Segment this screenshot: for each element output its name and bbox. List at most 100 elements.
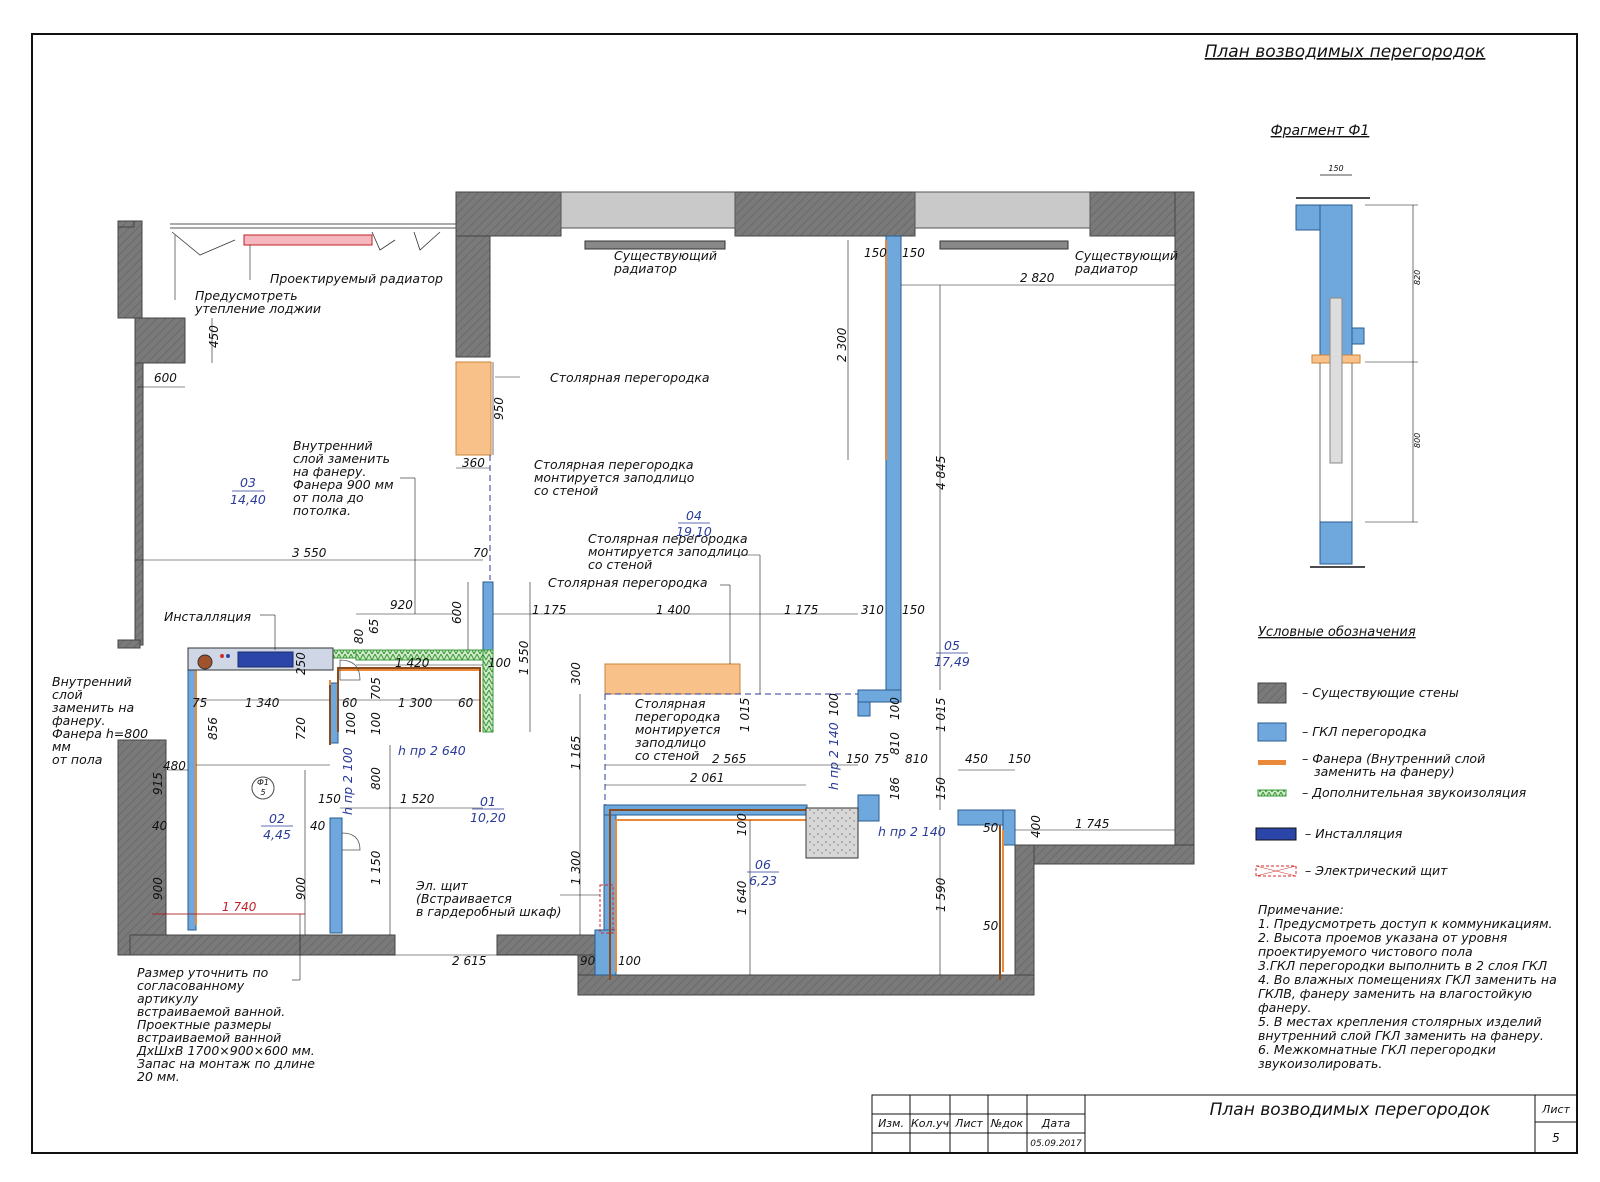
fragment-mark-bottom: 5 [260,788,265,797]
dim-text: 150 [902,246,925,260]
room-05-number: 05 [944,638,960,653]
inner-left-note-5: Фанера h=800 [52,726,148,741]
room-02-area: 4,45 [263,827,291,842]
inner-left-note-7: от пола [52,752,102,767]
dim-text: 3 550 [292,546,327,560]
joinery-label-1: Столярная перегородка [550,370,710,385]
existing-walls [117,191,1195,996]
dim-text: 900 [294,877,308,900]
joinery-label-4: Столярная перегородка [548,575,708,590]
dim-text: 1 175 [532,603,566,617]
note-line: фанеру. [1258,1000,1312,1015]
legend-swatch-gkl [1257,722,1287,742]
dim-text: 720 [294,717,308,740]
dim-text: 2 300 [835,327,849,362]
room-06-number: 06 [755,857,771,872]
note-line: 1. Предусмотреть доступ к коммуникациям. [1258,916,1552,931]
dim-text: 1 740 [222,900,257,914]
title-block-title: План возводимых перегородок [1210,1100,1491,1120]
dashed-lines [489,455,858,805]
plywood-layers [195,240,1004,972]
dim-text: 250 [294,652,308,675]
joinery-partitions [455,361,741,695]
tb-list: Лист [954,1117,983,1130]
inner-layer-note-6: потолка. [293,503,351,518]
inner-left-note-2: слой [52,687,83,702]
dim-text: 60 [342,696,358,710]
joinery-label-5-4: заподлицо [635,735,706,750]
dim-text: 1 175 [784,603,818,617]
inner-layer-note-5: от пола до [293,490,364,505]
room-04-area: 19,10 [676,524,712,539]
dim-text: 1 015 [738,698,752,732]
notes: Примечание: 1. Предусмотреть доступ к ко… [1258,902,1557,1071]
dim-text: 1 520 [400,792,435,806]
dim-text: 4 845 [934,456,948,490]
dim-text: 1 420 [395,656,430,670]
note-line: проектируемого чистового пола [1258,944,1473,959]
radiator-existing-a-label-2: радиатор [613,261,677,276]
dim-text: 600 [450,601,464,624]
dim-text: 40 [152,819,168,833]
dimension-lines [135,235,1175,981]
inner-layer-note-2: слой заменить [293,451,390,466]
dim-text: 2 061 [690,771,724,785]
joinery-label-3b: монтируется заподлицо [588,544,749,559]
dim-text: 450 [207,325,221,348]
title-block-text: План возводимых перегородок Изм. Кол.уч … [878,1100,1570,1149]
bath-note-8: Запас на монтаж по длине [137,1056,315,1071]
dim-text: 75 [874,752,889,766]
legend: Условные обозначения – Существующие стен… [1255,625,1527,878]
dim-text: 450 [965,752,988,766]
dim-text: 1 150 [369,850,383,885]
room-03-area: 14,40 [230,492,266,507]
loggia-note-2: утепление лоджии [194,301,321,316]
room-02-number: 02 [269,811,285,826]
dim-text: 150 [934,777,948,800]
inner-left-note-4: фанеру. [52,713,106,728]
note-line: 6. Межкомнатные ГКЛ перегородки [1258,1042,1496,1057]
dim-text: 100 [488,656,511,670]
dim-text: 705 [369,677,383,700]
room-03-number: 03 [240,475,256,490]
bath-note-6: встраиваемой ванной [137,1030,281,1045]
joinery-label-2b: монтируется заподлицо [534,470,695,485]
dim-text: 50 [983,919,999,933]
dim-text: 360 [462,456,485,470]
joinery-label-3a: Столярная перегородка [588,531,748,546]
room-04-number: 04 [686,508,702,523]
dim-text: 1 165 [569,736,583,770]
dim-text: 80 [352,628,366,644]
tb-ndoc: №док [990,1117,1024,1130]
dim-text: 50 [983,821,999,835]
dim-text: 300 [569,662,583,685]
dim-text: 100 [735,813,749,836]
fragment-dim-820: 820 [1413,270,1422,285]
inner-layer-note-3: на фанеру. [293,464,366,479]
dim-text: 600 [154,371,177,385]
dim-text: 950 [492,397,506,420]
dim-text: 310 [861,603,884,617]
dim-text: 100 [888,697,902,720]
el-shield-label-3: в гардеробный шкаф) [416,904,561,919]
loggia-note-1: Предусмотреть [195,288,298,303]
fragment-f1: Фрагмент Ф1 150 820 800 [1271,123,1422,568]
windows [170,191,1091,229]
tb-sheet-number: 5 [1552,1131,1560,1145]
bath-note-9: 20 мм. [137,1069,180,1084]
el-shield-label-2: (Встраивается [416,891,512,906]
installation-block [187,647,334,671]
tb-koluch: Кол.уч [911,1117,950,1130]
concrete-column [805,807,859,859]
joinery-label-2a: Столярная перегородка [534,457,694,472]
inner-left-note-6: мм [52,739,71,754]
legend-swatch-sound [1257,789,1287,797]
room-labels: 03 14,40 04 19,10 05 17,49 01 10,20 02 4… [230,475,970,888]
dim-text: 2 820 [1020,271,1055,285]
dim-text: 150 [902,603,925,617]
gkl-partitions [187,235,1016,976]
dim-text: 1 340 [245,696,280,710]
inner-left-note-3: заменить на [52,700,134,715]
tb-date: 05.09.2017 [1030,1139,1082,1149]
note-line: ГКЛВ, фанеру заменить на влагостойкую [1258,986,1532,1001]
